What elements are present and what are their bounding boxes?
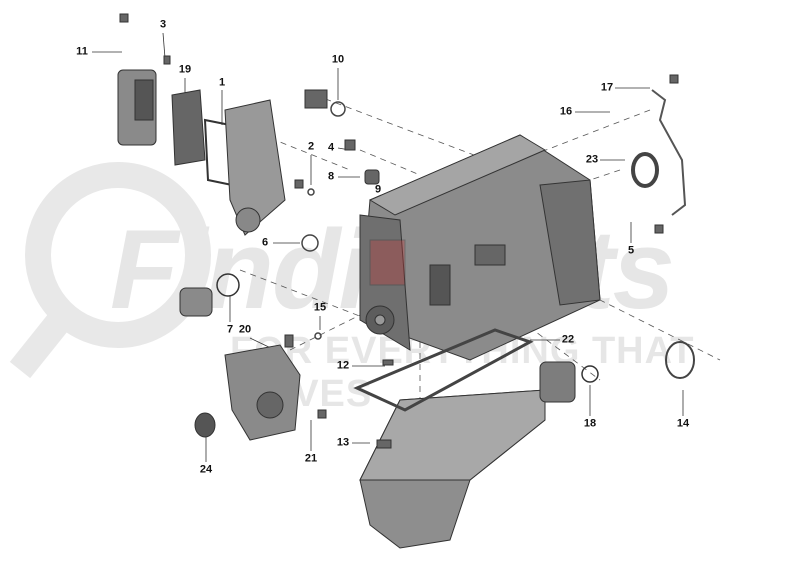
callout-6: 6	[261, 236, 269, 249]
gasket-14	[665, 341, 695, 379]
oil-line	[651, 89, 687, 216]
callout-1: 1	[218, 76, 226, 89]
callout-19: 19	[178, 63, 192, 76]
callout-2: 2	[307, 140, 315, 153]
callout-14: 14	[676, 417, 690, 430]
callout-18: 18	[583, 417, 597, 430]
leader-lines	[92, 32, 684, 462]
callout-17: 17	[600, 81, 614, 94]
callout-16: 16	[559, 105, 573, 118]
engine-block	[359, 134, 601, 361]
front-cover	[194, 344, 301, 441]
callout-7: 7	[226, 323, 234, 336]
callout-20: 20	[238, 323, 252, 336]
callout-22: 22	[561, 333, 575, 346]
callout-5: 5	[627, 244, 635, 257]
pump	[179, 273, 240, 317]
callout-12: 12	[336, 359, 350, 372]
rear-seal	[631, 152, 659, 188]
callout-4: 4	[327, 141, 335, 154]
callout-8: 8	[327, 170, 335, 183]
callout-24: 24	[199, 463, 213, 476]
oil-filter-housing	[117, 69, 286, 236]
watermark-magnifier-icon	[9, 162, 211, 379]
callout-11: 11	[76, 45, 88, 58]
callout-21: 21	[304, 452, 318, 465]
oil-pan	[359, 389, 546, 549]
callout-23: 23	[585, 153, 599, 166]
oil-pump	[539, 361, 599, 403]
callout-3: 3	[159, 18, 167, 31]
callout-10: 10	[331, 53, 345, 66]
callout-9: 9	[374, 183, 382, 196]
small-o-rings	[301, 101, 346, 340]
oil-pan-gasket	[353, 328, 534, 412]
callout-15: 15	[313, 301, 327, 314]
small-fittings	[119, 13, 679, 449]
callout-13: 13	[336, 436, 350, 449]
